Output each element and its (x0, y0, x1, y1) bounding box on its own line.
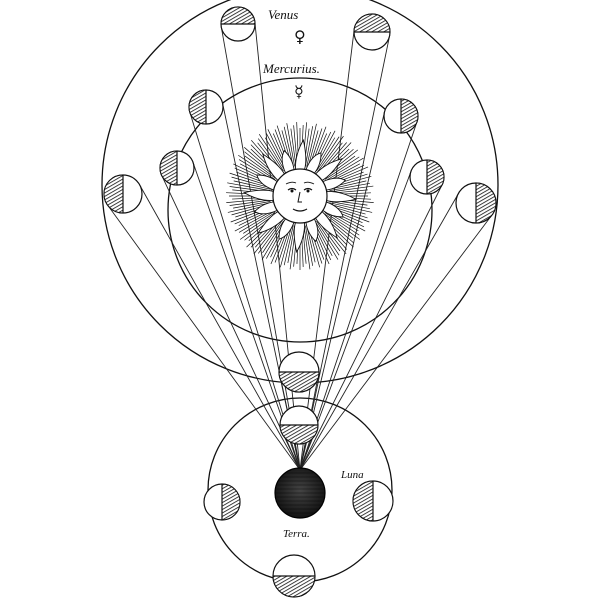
venus-label: Venus (268, 7, 298, 22)
venus-top-left-phase (220, 6, 256, 42)
mercurius-label: Mercurius. (262, 61, 320, 76)
moon-bottom-phase (272, 554, 316, 598)
sight-line (160, 174, 301, 471)
venus-symbol: ♀ (294, 27, 306, 46)
sight-line (254, 21, 301, 471)
luna-label: Luna (340, 469, 364, 481)
sun-mouth (292, 208, 308, 212)
sight-line (299, 29, 355, 471)
sight-line (299, 111, 386, 471)
venus-bottom-phase (278, 351, 320, 393)
mercury-symbol: ☿ (294, 82, 304, 101)
moon-left-phase (203, 483, 241, 521)
moon-right-phase (352, 480, 394, 522)
terra-label: Terra. (283, 528, 310, 540)
sight-line (189, 111, 301, 471)
sight-line (299, 191, 460, 471)
sun (226, 122, 374, 270)
mercury-bottom-phase (279, 405, 319, 445)
sun-nose (297, 191, 302, 203)
mercury-top-left-phase (188, 89, 224, 125)
sun-face (272, 168, 328, 224)
sight-line (299, 183, 444, 471)
sun-eyes (287, 187, 313, 191)
sight-line (220, 26, 301, 471)
mercury-left-phase (159, 150, 195, 186)
sight-line (106, 203, 301, 471)
phase-bodies (103, 6, 497, 598)
venus-right-phase (455, 182, 497, 224)
sight-line (299, 170, 412, 471)
sight-line (299, 213, 494, 471)
mercury-orbit (167, 77, 433, 343)
mercury-top-right-phase (383, 98, 419, 134)
sight-lines (106, 21, 494, 471)
sight-line (138, 183, 301, 471)
sight-line (299, 120, 418, 471)
venus-top-right-phase (353, 13, 391, 51)
venus-left-phase (103, 174, 143, 214)
mercury-right-phase (409, 159, 445, 195)
